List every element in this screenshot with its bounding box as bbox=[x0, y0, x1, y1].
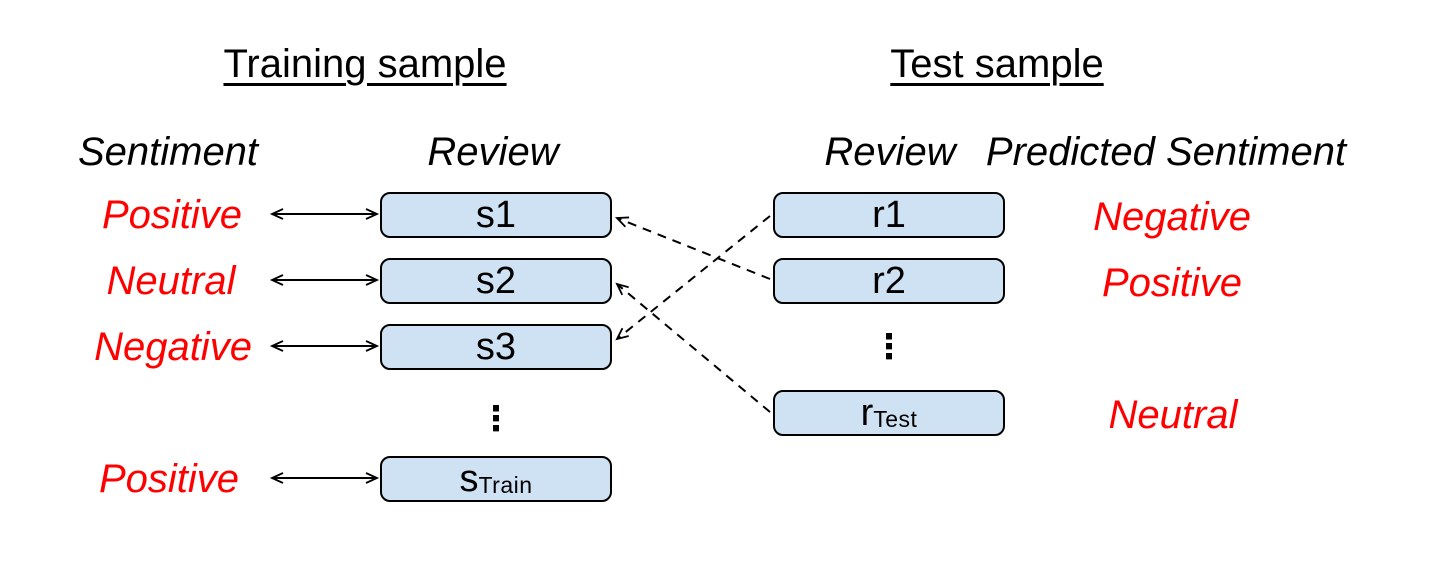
box-label-subscript: Test bbox=[873, 406, 918, 432]
training-sample-title: Training sample bbox=[223, 42, 507, 86]
predicted-sentiment-column-header: Predicted Sentiment bbox=[985, 130, 1347, 174]
nn-dashed-arrow-rtest-s2 bbox=[615, 282, 771, 413]
training-sentiment-label-4: Positive bbox=[98, 457, 240, 501]
training-review-column-header: Review bbox=[427, 130, 559, 174]
training-sentiment-label-2: Neutral bbox=[106, 259, 236, 303]
nn-dashed-arrow-r1-s3 bbox=[615, 215, 771, 341]
sentiment-column-header: Sentiment bbox=[77, 130, 259, 174]
training-review-box-s3: s3 bbox=[380, 324, 612, 370]
box-label-base: s2 bbox=[475, 260, 517, 302]
test-review-box-r1: r1 bbox=[773, 192, 1005, 238]
box-label-base: s3 bbox=[475, 326, 517, 368]
test-ellipsis: ⋮ bbox=[872, 328, 906, 366]
predicted-sentiment-label-1: Negative bbox=[1093, 195, 1251, 239]
training-ellipsis: ⋮ bbox=[479, 400, 513, 438]
training-review-box-s1: s1 bbox=[380, 192, 612, 238]
box-label-base: r bbox=[860, 392, 874, 434]
test-sample-title: Test sample bbox=[890, 42, 1104, 86]
box-label-base: s bbox=[459, 458, 479, 500]
test-review-box-rtest: rTest bbox=[773, 390, 1005, 436]
test-review-column-header: Review bbox=[824, 130, 956, 174]
training-review-box-strain: sTrain bbox=[380, 456, 612, 502]
box-label-base: s1 bbox=[475, 194, 517, 236]
nn-dashed-arrow-r2-s1 bbox=[614, 216, 771, 280]
box-label-base: r2 bbox=[872, 260, 906, 302]
training-sentiment-label-1: Positive bbox=[101, 193, 243, 237]
training-sentiment-label-3: Negative bbox=[94, 325, 252, 369]
predicted-sentiment-label-3: Neutral bbox=[1108, 393, 1238, 437]
box-label-base: r1 bbox=[872, 194, 906, 236]
box-label-subscript: Train bbox=[478, 472, 533, 498]
predicted-sentiment-label-2: Positive bbox=[1101, 261, 1243, 305]
test-review-box-r2: r2 bbox=[773, 258, 1005, 304]
training-review-box-s2: s2 bbox=[380, 258, 612, 304]
